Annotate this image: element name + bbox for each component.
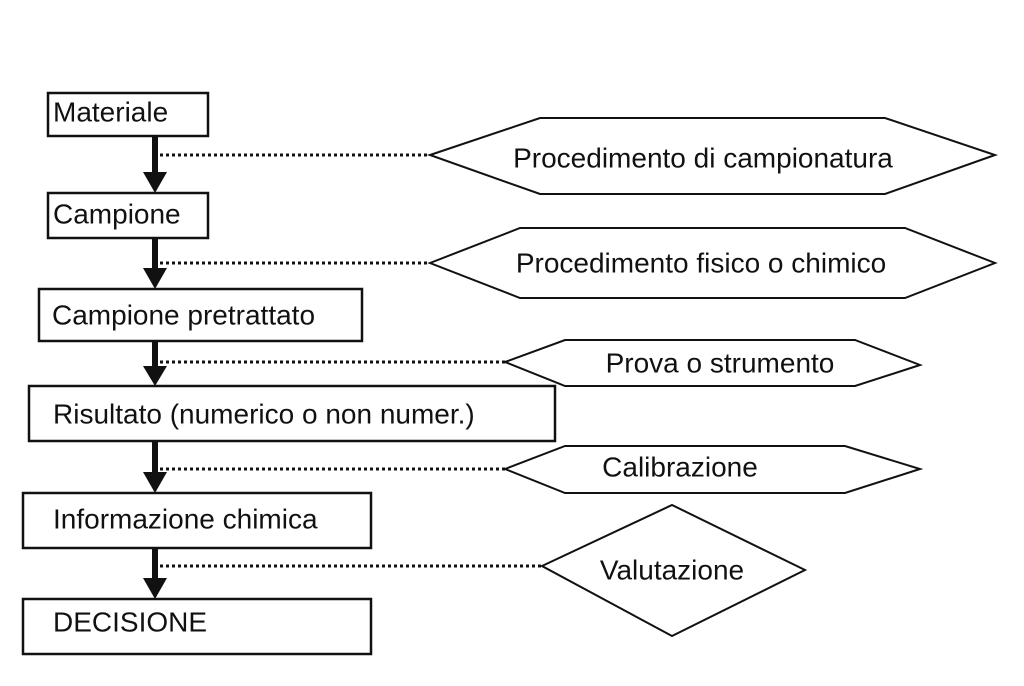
step-decisione: DECISIONE — [21, 597, 373, 656]
step-campione-pretrattato: Campione pretrattato — [37, 287, 364, 343]
flow-arrow — [143, 238, 167, 289]
step-label: Campione pretrattato — [52, 299, 315, 330]
flow-arrow — [143, 136, 167, 193]
step-label: DECISIONE — [53, 606, 207, 637]
process-label: Valutazione — [600, 554, 744, 585]
step-campione: Campione — [46, 191, 210, 240]
step-risultato: Risultato (numerico o non numer.) — [27, 384, 557, 443]
flow-arrow — [143, 548, 167, 599]
flow-arrow — [143, 341, 167, 386]
process-label: Calibrazione — [602, 451, 758, 482]
process-label: Procedimento di campionatura — [513, 142, 893, 173]
process-calibrazione: Calibrazione — [502, 445, 924, 494]
process-label: Procedimento fisico o chimico — [516, 247, 886, 278]
step-label: Risultato (numerico o non numer.) — [53, 398, 475, 429]
flow-arrow — [143, 441, 167, 493]
step-materiale: Materiale — [46, 91, 210, 138]
process-procedimento-campionatura: Procedimento di campionatura — [426, 117, 999, 195]
step-label: Materiale — [53, 96, 168, 127]
step-informazione-chimica: Informazione chimica — [21, 491, 373, 550]
process-prova-strumento: Prova o strumento — [502, 339, 923, 387]
step-label: Campione — [53, 198, 181, 229]
process-label: Prova o strumento — [606, 347, 835, 378]
process-valutazione: Valutazione — [539, 503, 808, 638]
process-procedimento-fisico-chimico: Procedimento fisico o chimico — [427, 227, 998, 299]
step-label: Informazione chimica — [53, 503, 318, 534]
